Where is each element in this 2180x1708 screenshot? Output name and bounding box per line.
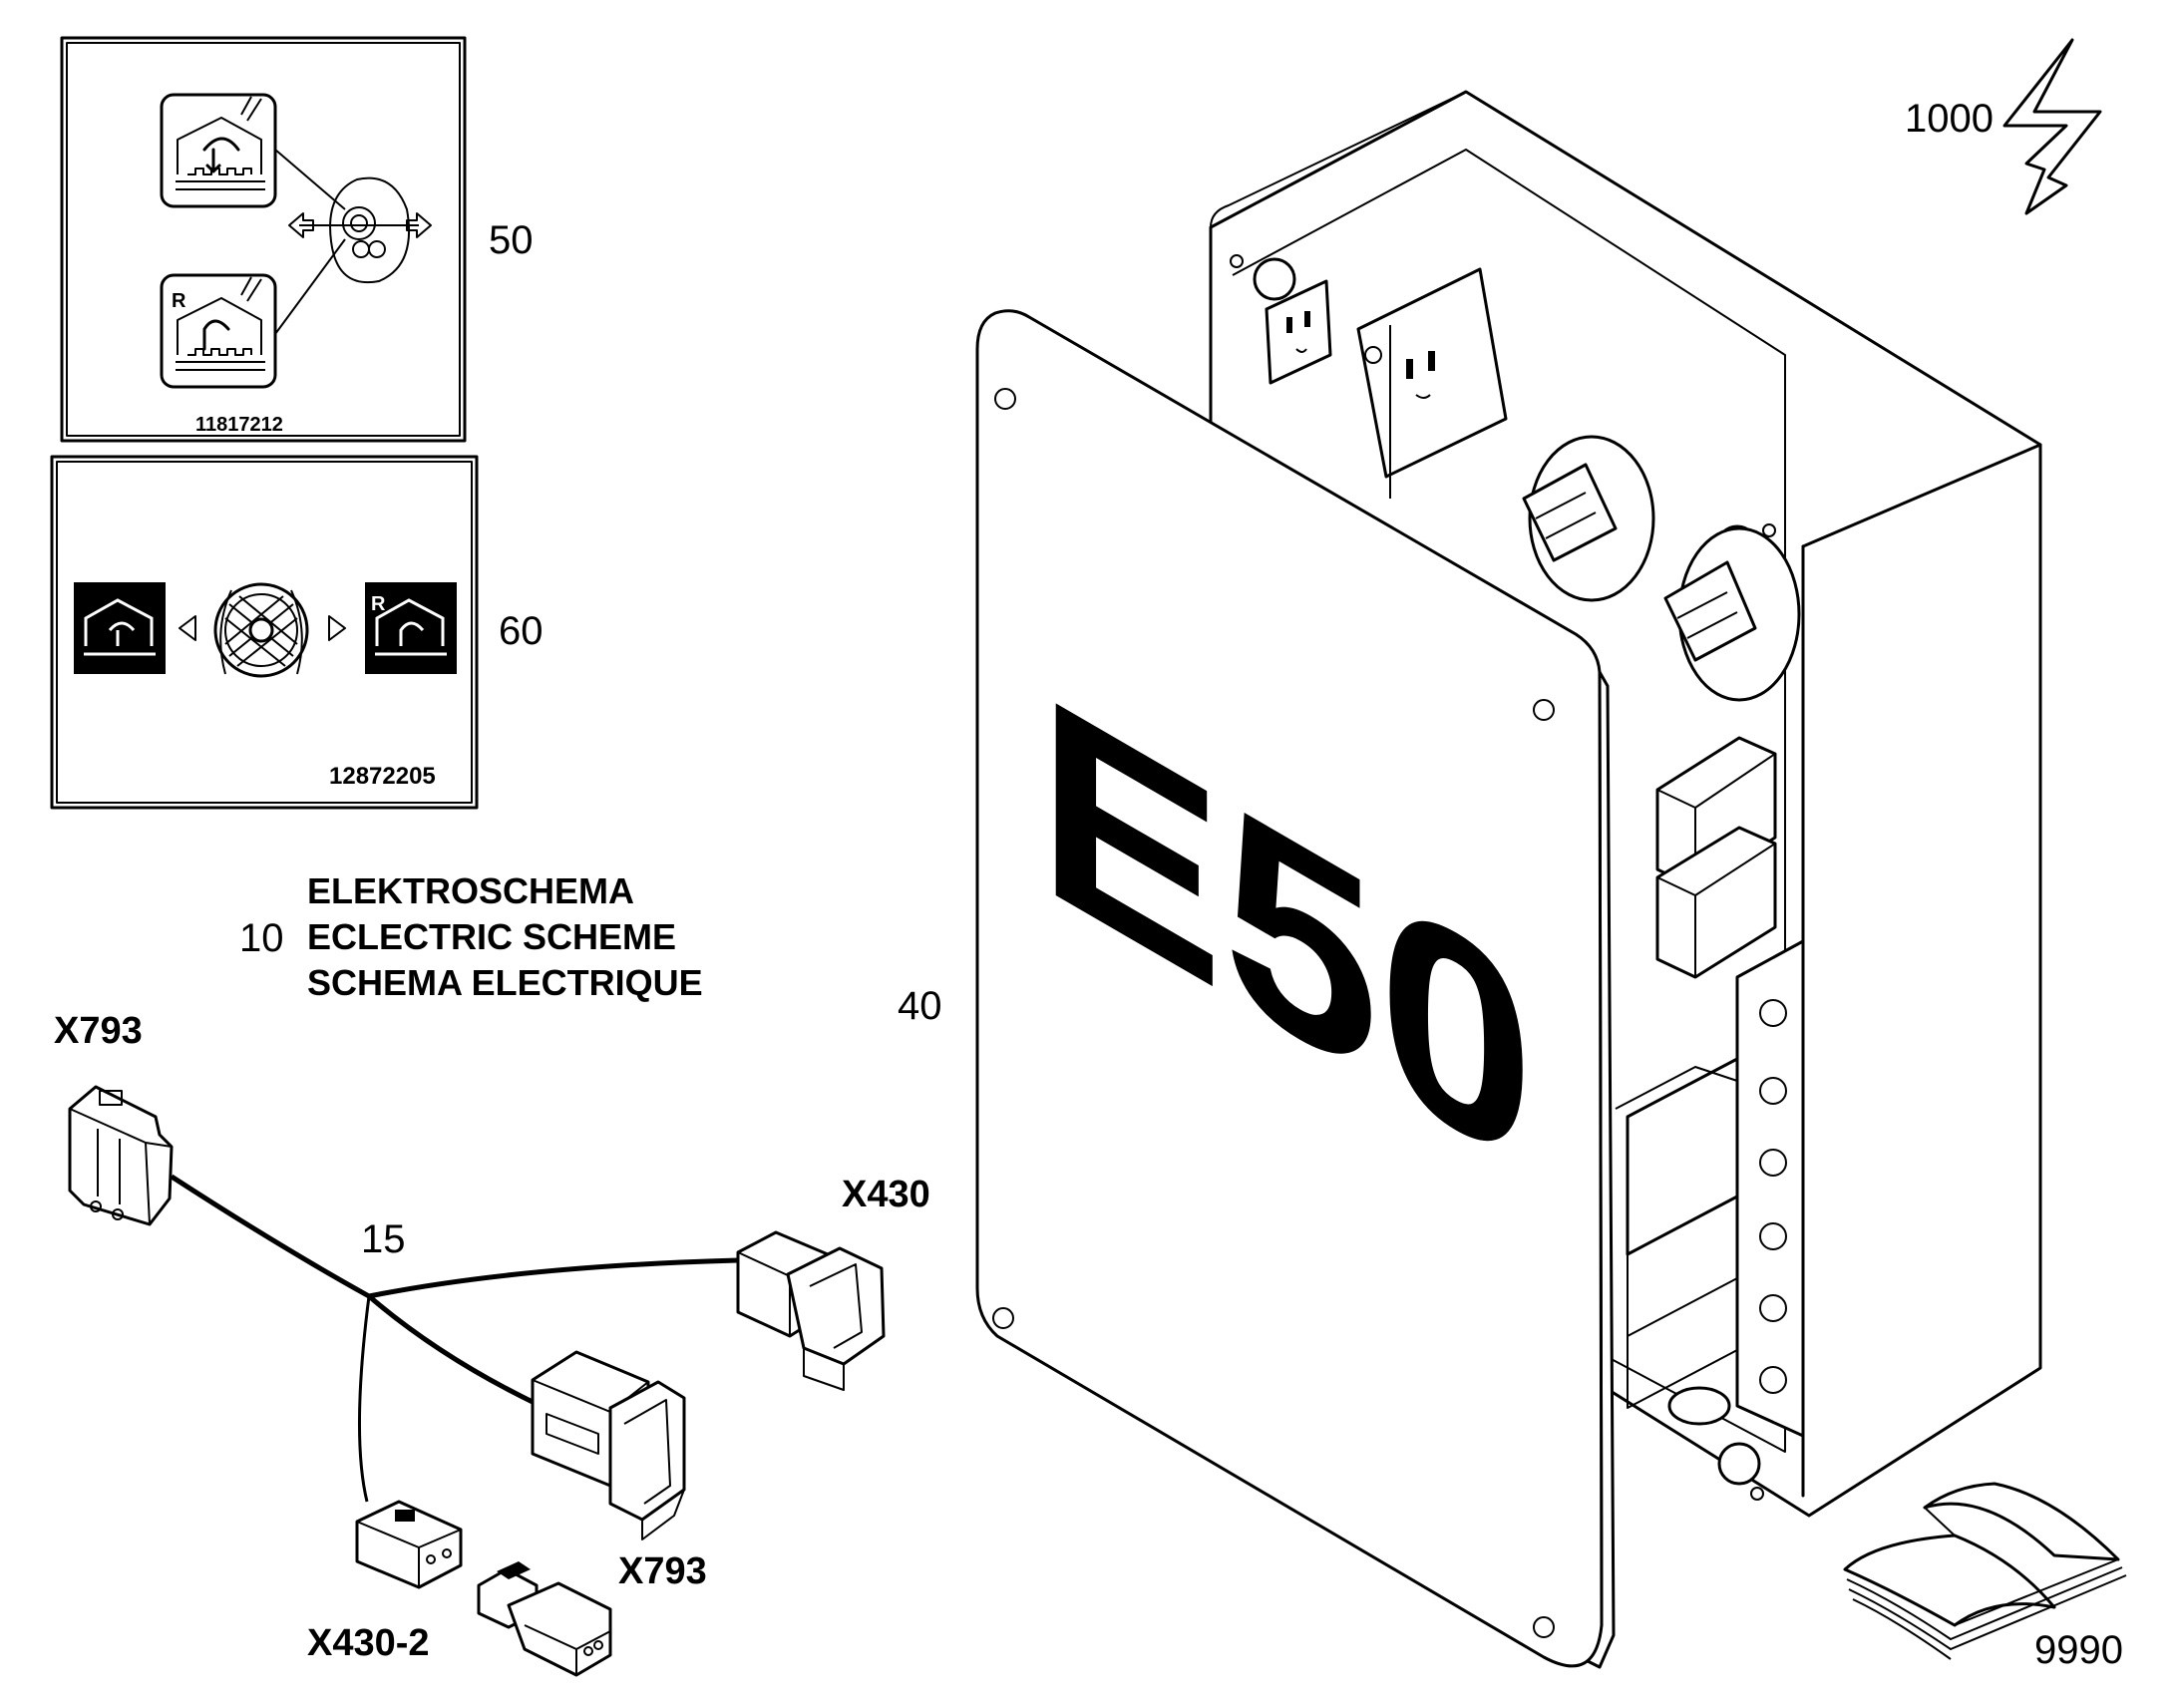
label-x793-bottom: X793 bbox=[618, 1550, 707, 1592]
reverse-letter: R bbox=[172, 290, 186, 312]
decal-60-part-number: 12872205 bbox=[329, 763, 436, 790]
lightning-bolt-icon bbox=[2002, 38, 2102, 215]
decal-60: R 12872205 bbox=[50, 455, 479, 810]
connector-x430-2 bbox=[355, 1500, 612, 1677]
callout-60: 60 bbox=[499, 609, 544, 653]
callout-40: 40 bbox=[898, 984, 942, 1028]
callout-50: 50 bbox=[489, 218, 534, 262]
manual-book-icon bbox=[1843, 1482, 2127, 1660]
tipper-up-dark-icon bbox=[74, 582, 166, 674]
connector-x793-bottom bbox=[531, 1350, 686, 1540]
callout-9990: 9990 bbox=[2034, 1628, 2123, 1672]
rotary-switch-2 bbox=[1663, 526, 1801, 702]
label-x793-top: X793 bbox=[54, 1010, 143, 1052]
connector-x793-top bbox=[68, 1085, 174, 1226]
knob-icon bbox=[213, 582, 309, 678]
tipper-reverse-icon: R bbox=[160, 273, 277, 389]
label-x430: X430 bbox=[842, 1174, 930, 1215]
enclosure-cover: E50 bbox=[975, 309, 1616, 1669]
scheme-title-en: ECLECTRIC SCHEME bbox=[307, 916, 676, 957]
decal-50: R 11817212 bbox=[60, 36, 467, 443]
connector-x430 bbox=[736, 1230, 886, 1391]
scheme-title-nl: ELEKTROSCHEMA bbox=[307, 870, 634, 911]
joystick-icon bbox=[274, 149, 432, 335]
socket-outlet-right bbox=[1356, 267, 1508, 499]
callout-1000: 1000 bbox=[1905, 97, 1994, 141]
socket-outlet-left bbox=[1265, 279, 1332, 385]
rotary-switch-1 bbox=[1522, 435, 1655, 602]
reverse-letter-dark: R bbox=[371, 593, 386, 615]
enclosure-body bbox=[1209, 90, 2042, 1518]
callout-10: 10 bbox=[239, 916, 284, 960]
callout-15: 15 bbox=[361, 1217, 406, 1261]
tipper-up-icon bbox=[160, 93, 277, 208]
wiring-harness bbox=[170, 1174, 739, 1503]
tipper-reverse-dark-icon: R bbox=[365, 582, 457, 674]
decal-50-part-number: 11817212 bbox=[195, 414, 283, 436]
scheme-title-fr: SCHEMA ELECTRIQUE bbox=[307, 962, 703, 1003]
label-x430-2: X430-2 bbox=[307, 1622, 430, 1664]
